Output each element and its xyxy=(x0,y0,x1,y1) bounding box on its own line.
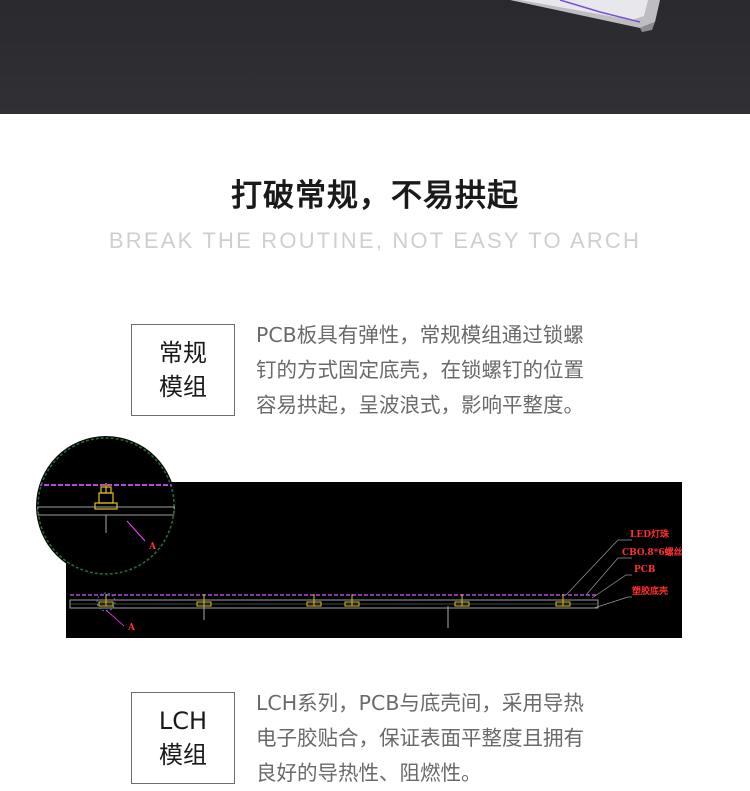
diagram-label-led: LED灯珠 xyxy=(630,528,670,540)
page-title: 打破常规，不易拱起 xyxy=(231,178,519,214)
hero-banner xyxy=(0,0,750,114)
screw-icon xyxy=(98,594,114,607)
desc-line: 钉的方式固定底壳，在锁螺钉的位置 xyxy=(256,358,584,382)
description-lch-module: LCH系列，PCB与底壳间，采用导热 电子胶贴合，保证表面平整度且拥有 良好的导… xyxy=(256,686,636,791)
screw-icon xyxy=(196,594,212,620)
label-box-standard-module: 常规 模组 xyxy=(131,324,235,416)
label-line: 模组 xyxy=(159,373,207,401)
description-standard-module: PCB板具有弹性，常规模组通过锁螺 钉的方式固定底壳，在锁螺钉的位置 容易拱起，… xyxy=(256,318,636,423)
page-subtitle: BREAK THE ROUTINE, NOT EASY TO ARCH xyxy=(108,228,642,253)
diagram-label-housing: 塑胶底壳 xyxy=(632,585,668,597)
screw-icon xyxy=(306,594,322,607)
label-line: LCH xyxy=(158,707,208,735)
diagram-label-pcb: PCB xyxy=(634,565,656,575)
screw-icon xyxy=(94,483,118,510)
label-line: 常规 xyxy=(159,339,207,367)
label-line: 模组 xyxy=(159,741,207,769)
desc-line: 良好的导热性、阻燃性。 xyxy=(256,761,482,785)
desc-line: 电子胶贴合，保证表面平整度且拥有 xyxy=(256,726,584,750)
svg-text:A: A xyxy=(148,542,157,552)
screw-icon xyxy=(344,594,360,607)
product-image xyxy=(510,0,660,32)
diagram-label-screw: CBO.8*6螺丝 xyxy=(622,546,682,558)
desc-line: LCH系列，PCB与底壳间，采用导热 xyxy=(256,691,584,715)
desc-line: PCB板具有弹性，常规模组通过锁螺 xyxy=(256,323,584,347)
label-box-lch-module: LCH 模组 xyxy=(131,692,235,784)
screw-icon xyxy=(555,594,571,607)
desc-line: 容易拱起，呈波浪式，影响平整度。 xyxy=(256,393,584,417)
diagram-marker: A xyxy=(127,623,136,633)
screw-icon xyxy=(447,594,470,628)
zoom-detail: A xyxy=(37,437,175,575)
